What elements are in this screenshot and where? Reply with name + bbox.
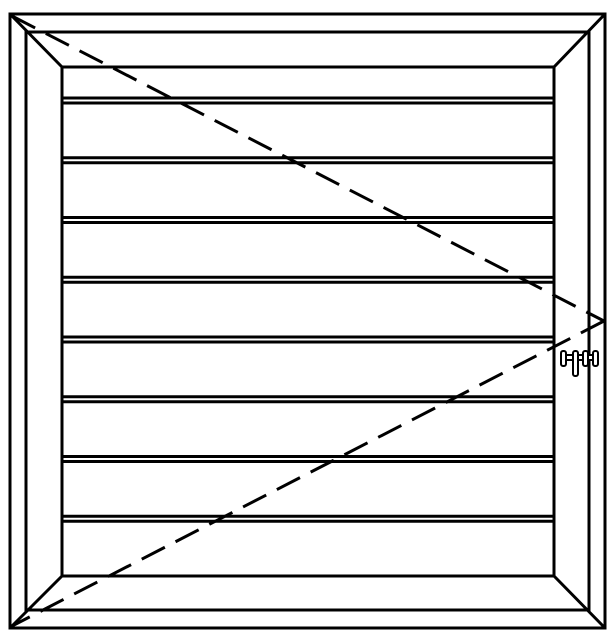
swing-line-bottom xyxy=(11,319,605,628)
frame-bevel-lines xyxy=(8,12,607,630)
bevel-bottom-right xyxy=(552,574,607,630)
latch-right-post-b xyxy=(592,350,599,367)
inner-panel xyxy=(60,65,556,578)
outer-frame xyxy=(8,12,607,630)
latch-right-post-a xyxy=(582,350,589,367)
latch-middle-post xyxy=(572,350,579,377)
latch-left-post xyxy=(560,350,567,367)
latch-hardware-icon xyxy=(560,350,599,377)
swing-lines xyxy=(11,14,605,628)
bevel-top-left xyxy=(8,12,64,69)
swing-line-top xyxy=(11,14,605,323)
bevel-top-right xyxy=(552,12,607,69)
bevel-bottom-left xyxy=(8,574,64,630)
middle-frame xyxy=(24,30,591,612)
louvre-slats xyxy=(62,96,554,523)
